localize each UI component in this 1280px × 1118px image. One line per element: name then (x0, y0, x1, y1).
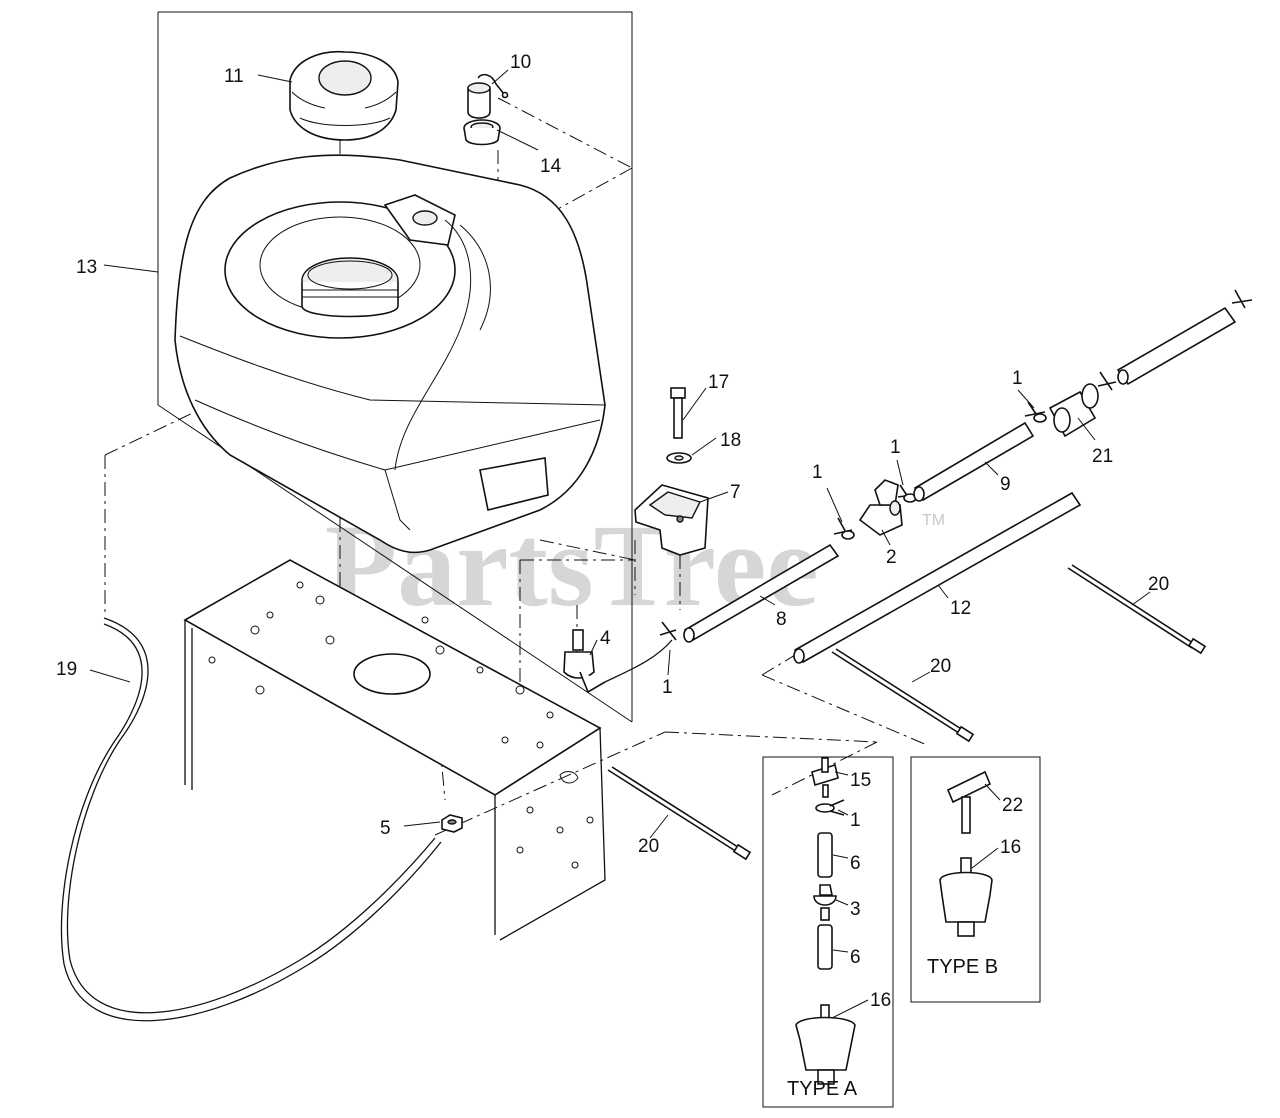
callout-12: 12 (950, 598, 971, 619)
fuel-hose-8 (683, 543, 840, 643)
hose-clamps (659, 289, 1253, 641)
bolt (670, 387, 686, 439)
vent-fitting (467, 73, 509, 119)
watermark-trademark: TM (922, 512, 945, 529)
callout-20-a: 20 (1148, 574, 1169, 595)
fuel-hose-long (1116, 306, 1237, 386)
callout-16-b: 16 (1000, 837, 1021, 858)
inline-fuel-filter (1048, 383, 1099, 438)
chassis-plate (183, 559, 606, 941)
callout-1-c: 1 (1012, 368, 1023, 389)
callout-2: 2 (886, 547, 897, 568)
callout-21: 21 (1092, 446, 1113, 467)
callout-10: 10 (510, 52, 531, 73)
callout-1-b: 1 (890, 437, 901, 458)
callout-8: 8 (776, 609, 787, 630)
nut (441, 814, 463, 833)
callout-1-d: 1 (662, 677, 673, 698)
callout-20-c: 20 (638, 836, 659, 857)
callout-1-e: 1 (850, 810, 861, 831)
callout-7: 7 (730, 482, 741, 503)
callout-17: 17 (708, 372, 729, 393)
fuel-hose-12 (793, 491, 1082, 664)
callout-22: 22 (1002, 795, 1023, 816)
fuel-cap (289, 50, 399, 141)
outlet-fitting (563, 629, 606, 694)
callout-3: 3 (850, 899, 861, 920)
leader-lines (89, 69, 1151, 1019)
callout-11: 11 (224, 66, 244, 87)
callout-19: 19 (56, 659, 77, 680)
hose-link (604, 639, 673, 683)
fuel-tank (174, 154, 606, 554)
callout-18: 18 (720, 430, 741, 451)
vent-hose (60, 617, 442, 1022)
cable-ties (607, 564, 1207, 861)
grommet (463, 119, 501, 146)
callout-20-b: 20 (930, 656, 951, 677)
callout-labels: 11 10 14 13 17 18 7 1 1 1 21 9 2 8 12 4 … (56, 52, 1169, 1011)
type-a-inset (762, 756, 894, 1108)
callout-15: 15 (850, 770, 871, 791)
callout-14: 14 (540, 156, 562, 177)
type-b-label: TYPE B (927, 956, 998, 978)
type-b-inset (910, 756, 1041, 1003)
shutoff-valve (858, 479, 903, 536)
callout-6-b: 6 (850, 947, 861, 968)
callout-16-a: 16 (870, 990, 891, 1011)
callout-5: 5 (380, 818, 391, 839)
washer (666, 452, 692, 464)
callout-6-a: 6 (850, 853, 861, 874)
callout-1-a: 1 (812, 462, 823, 483)
callout-9: 9 (1000, 474, 1011, 495)
tank-bracket (634, 484, 709, 556)
type-a-label: TYPE A (787, 1078, 858, 1100)
callout-4: 4 (600, 628, 611, 649)
fuel-hose-9 (913, 421, 1035, 502)
callout-13: 13 (76, 257, 97, 278)
